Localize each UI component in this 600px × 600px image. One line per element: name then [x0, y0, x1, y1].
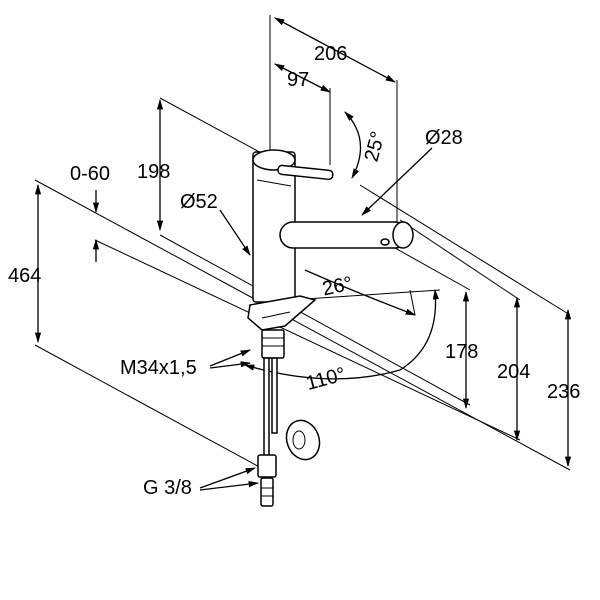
label-236: 236 — [547, 381, 580, 403]
label-204: 204 — [497, 361, 530, 383]
label-97: 97 — [287, 69, 309, 91]
label-206: 206 — [314, 43, 347, 65]
connector-tail — [260, 477, 274, 507]
label-110-deg: 110° — [304, 363, 348, 395]
leader-g38 — [199, 467, 256, 489]
base-plate — [247, 295, 317, 331]
dimension-lines — [34, 17, 572, 491]
supply-hose-1 — [263, 357, 270, 459]
label-diameter-52: Ø52 — [180, 191, 218, 213]
label-198: 198 — [137, 161, 170, 183]
label-diameter-28: Ø28 — [425, 127, 463, 149]
dim-line-97 — [274, 63, 331, 93]
connector-nut — [257, 454, 277, 478]
leader-m34b — [209, 361, 252, 369]
label-m34: M34x1,5 — [120, 357, 197, 379]
leader-g38b — [199, 481, 260, 491]
threaded-stud — [261, 329, 285, 359]
faucet-body — [247, 149, 414, 507]
label-464: 464 — [8, 265, 41, 287]
hose-clamp — [285, 419, 321, 461]
label-0-60: 0-60 — [70, 163, 110, 185]
label-178: 178 — [445, 341, 478, 363]
label-g38: G 3/8 — [143, 477, 192, 499]
lever-handle — [277, 164, 334, 181]
dim-line-206 — [274, 17, 396, 83]
arc-110-deg — [244, 288, 439, 380]
arc-25-deg — [344, 111, 362, 179]
leader-m34 — [209, 349, 251, 367]
dim-line-diameter-28 — [361, 147, 433, 216]
label-25-deg: 25° — [361, 129, 390, 164]
dim-line-diameter-52 — [219, 209, 251, 256]
dimension-labels: 206 97 Ø28 25° 0-60 198 Ø52 464 26° M34x… — [8, 43, 580, 499]
supply-hose-2 — [271, 357, 278, 434]
spout-aerator — [392, 221, 414, 249]
